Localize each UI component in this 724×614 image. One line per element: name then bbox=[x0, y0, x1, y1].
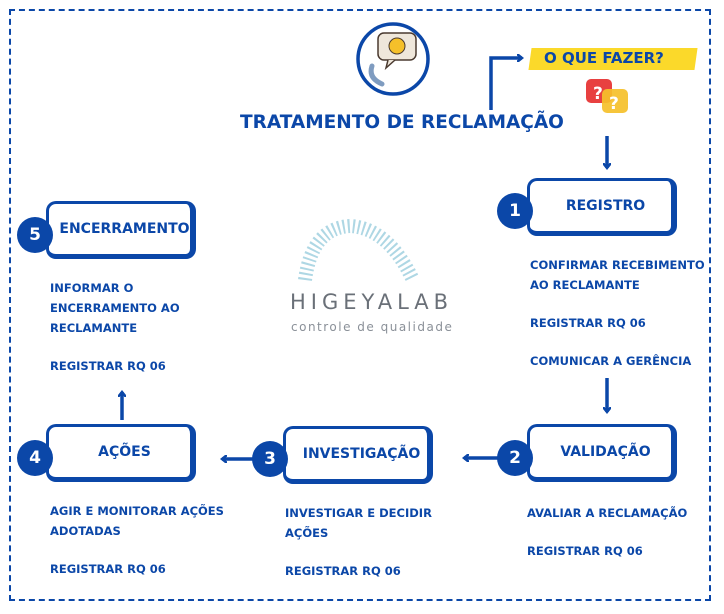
note: AVALIAR A RECLAMAÇÃO bbox=[527, 506, 688, 520]
step-number-badge: 5 bbox=[17, 217, 53, 253]
svg-text:?: ? bbox=[593, 84, 603, 104]
note: RECLAMANTE bbox=[50, 321, 138, 335]
note: AÇÕES bbox=[285, 526, 329, 540]
page-title: TRATAMENTO DE RECLAMAÇÃO bbox=[240, 112, 564, 133]
question-bubbles-icon: ? ? bbox=[586, 79, 628, 114]
note: REGISTRAR RQ 06 bbox=[530, 316, 646, 330]
step-number-badge: 2 bbox=[497, 440, 533, 476]
step-acoes: AÇÕES bbox=[46, 424, 196, 482]
step-registro-notes: CONFIRMAR RECEBIMENTO AO RECLAMANTE REGI… bbox=[530, 255, 705, 371]
note: INFORMAR O bbox=[50, 281, 134, 295]
note: AO RECLAMANTE bbox=[530, 278, 640, 292]
logo-dome bbox=[298, 218, 420, 284]
note: REGISTRAR RQ 06 bbox=[285, 564, 401, 578]
svg-text:?: ? bbox=[609, 94, 619, 114]
note: COMUNICAR A GERÊNCIA bbox=[530, 354, 692, 368]
note: REGISTRAR RQ 06 bbox=[50, 359, 166, 373]
note: AGIR E MONITORAR AÇÕES bbox=[50, 504, 224, 518]
step-label: REGISTRO bbox=[565, 198, 646, 214]
note: ADOTADAS bbox=[50, 524, 121, 538]
question-label: O QUE FAZER? bbox=[544, 49, 664, 67]
note: REGISTRAR RQ 06 bbox=[527, 544, 643, 558]
complaint-phone-icon bbox=[356, 22, 430, 96]
logo-tagline: controle de qualidade bbox=[291, 320, 454, 334]
step-label: AÇÕES bbox=[98, 444, 151, 460]
step-validacao-notes: AVALIAR A RECLAMAÇÃO REGISTRAR RQ 06 bbox=[527, 503, 687, 561]
step-number-badge: 3 bbox=[252, 441, 288, 477]
connector-arrow bbox=[489, 58, 522, 110]
step-acoes-notes: AGIR E MONITORAR AÇÕES ADOTADAS REGISTRA… bbox=[50, 501, 224, 579]
step-investigacao-notes: INVESTIGAR E DECIDIR AÇÕES REGISTRAR RQ … bbox=[285, 503, 432, 581]
step-label: ENCERRAMENTO bbox=[59, 221, 190, 237]
note: CONFIRMAR RECEBIMENTO bbox=[530, 258, 705, 272]
step-label: VALIDAÇÃO bbox=[560, 444, 651, 460]
note: INVESTIGAR E DECIDIR bbox=[285, 506, 432, 520]
step-encerramento: ENCERRAMENTO bbox=[46, 201, 196, 259]
step-encerramento-notes: INFORMAR O ENCERRAMENTO AO RECLAMANTE RE… bbox=[50, 278, 180, 376]
note: ENCERRAMENTO AO bbox=[50, 301, 180, 315]
step-label: INVESTIGAÇÃO bbox=[302, 446, 421, 462]
note: REGISTRAR RQ 06 bbox=[50, 562, 166, 576]
dashed-frame bbox=[9, 9, 711, 601]
step-number-badge: 4 bbox=[17, 440, 53, 476]
step-registro: REGISTRO bbox=[527, 178, 677, 236]
step-number-badge: 1 bbox=[497, 193, 533, 229]
step-validacao: VALIDAÇÃO bbox=[527, 424, 677, 482]
logo-name: HIGEYALAB bbox=[290, 290, 454, 314]
step-investigacao: INVESTIGAÇÃO bbox=[283, 426, 433, 484]
